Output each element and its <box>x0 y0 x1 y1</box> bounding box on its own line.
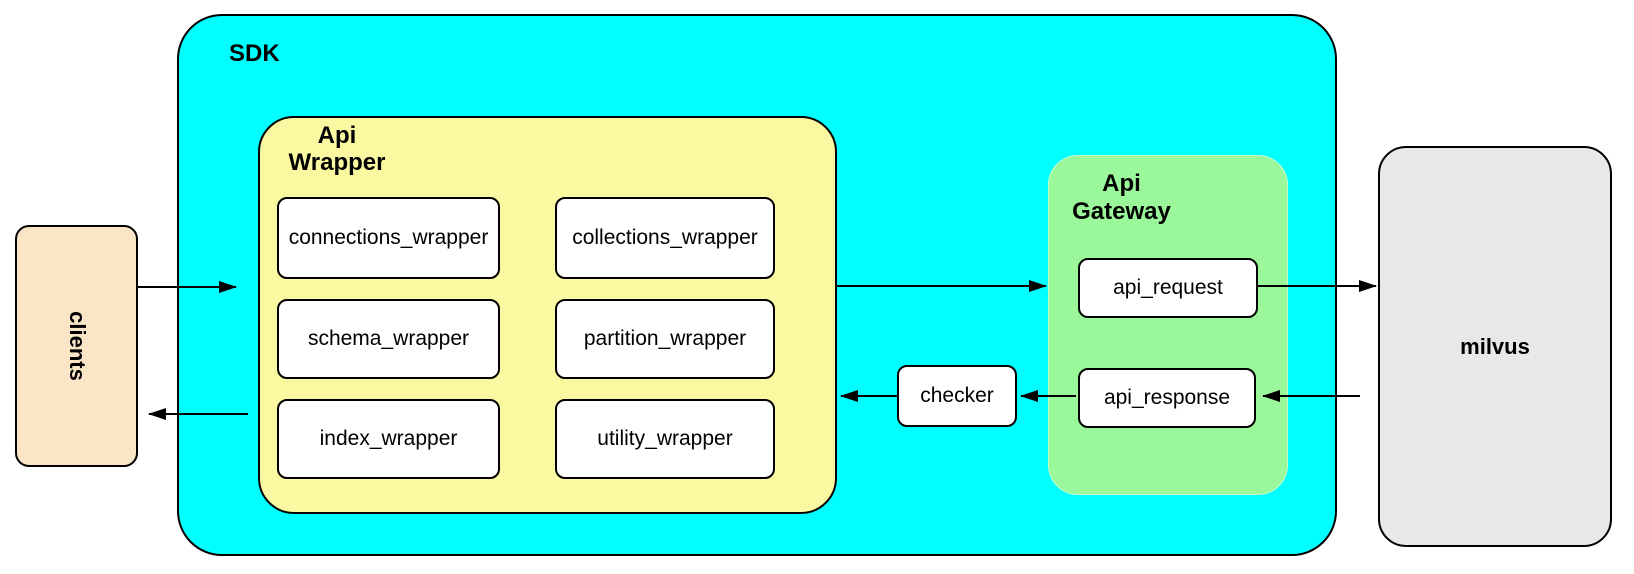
node-schema-wrapper: schema_wrapper <box>277 299 500 379</box>
api-wrapper-title-line1: Api <box>317 122 357 149</box>
node-milvus: milvus <box>1378 146 1612 547</box>
node-checker: checker <box>897 365 1017 427</box>
node-api-response: api_response <box>1078 368 1256 428</box>
api-gateway-title-line2: Gateway <box>1072 198 1171 225</box>
api-gateway-title: Api Gateway <box>1049 170 1194 226</box>
milvus-label: milvus <box>1460 333 1530 359</box>
clients-label: clients <box>64 311 90 381</box>
sdk-title: SDK <box>229 40 280 67</box>
node-api-request: api_request <box>1078 258 1258 318</box>
container-api-wrapper: Api Wrapper connections_wrapper collecti… <box>258 116 837 514</box>
node-index-wrapper: index_wrapper <box>277 399 500 479</box>
api-wrapper-title-line2: Wrapper <box>288 149 386 176</box>
api-wrapper-title: Api Wrapper <box>266 122 408 176</box>
container-api-gateway: Api Gateway api_request api_response <box>1048 155 1288 495</box>
node-clients: clients <box>15 225 138 467</box>
node-connections-wrapper: connections_wrapper <box>277 197 500 279</box>
node-partition-wrapper: partition_wrapper <box>555 299 775 379</box>
node-utility-wrapper: utility_wrapper <box>555 399 775 479</box>
api-gateway-title-line1: Api <box>1102 170 1141 197</box>
node-collections-wrapper: collections_wrapper <box>555 197 775 279</box>
